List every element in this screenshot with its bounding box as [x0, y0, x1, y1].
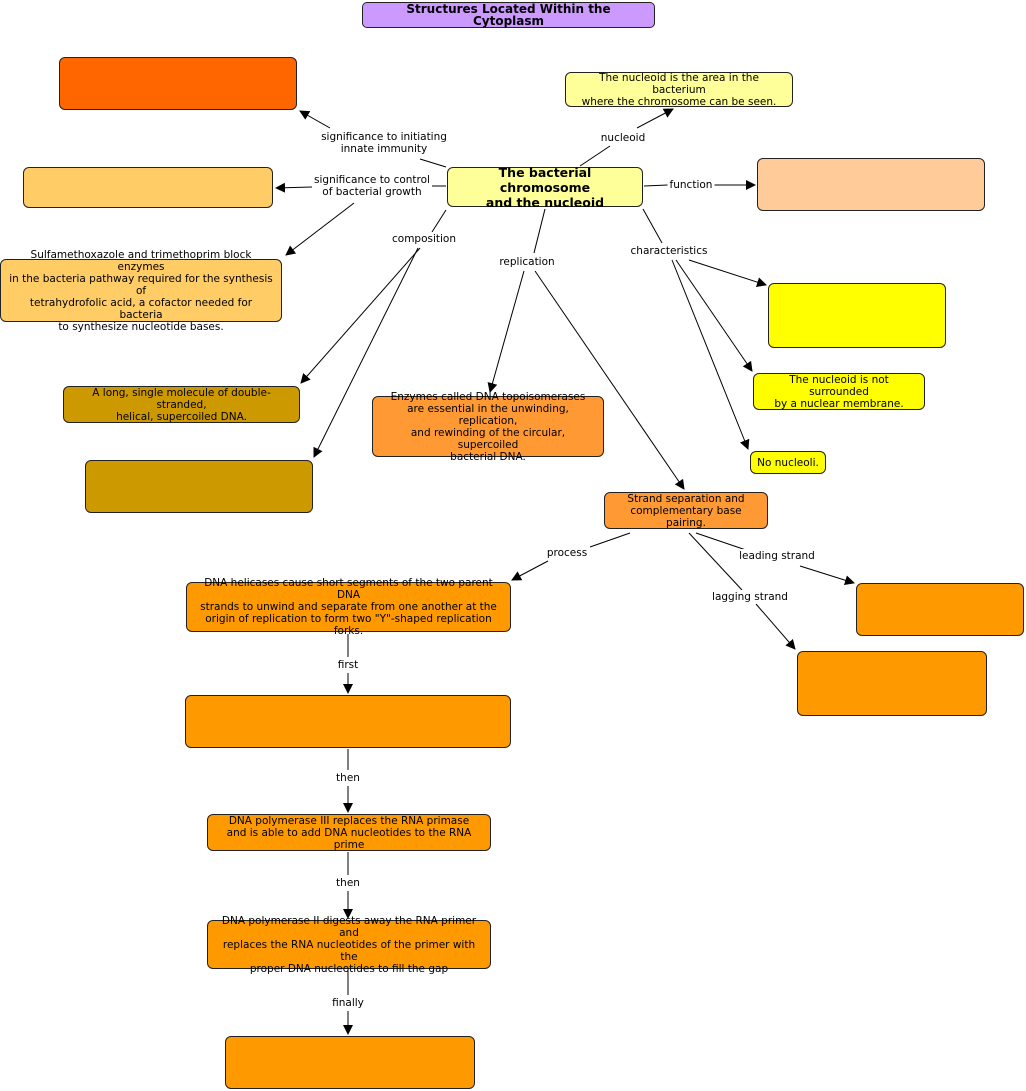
- bacterial-growth-node[interactable]: [23, 167, 273, 208]
- first-step-node[interactable]: [185, 695, 511, 748]
- label-then-2[interactable]: then: [334, 876, 362, 890]
- arrow-nucleoid: [636, 108, 674, 129]
- connector-lagging: [688, 532, 743, 591]
- arrow-strand-sep: [534, 270, 685, 490]
- connector-composition: [431, 209, 447, 233]
- arrow-composition-box: [313, 247, 419, 458]
- final-step-node[interactable]: [225, 1036, 475, 1089]
- connector-nucleoid: [579, 145, 611, 167]
- dna-polymerase-ii-node[interactable]: DNA polymerase II digests away the RNA p…: [207, 915, 491, 975]
- connector-replication: [533, 208, 546, 254]
- connector-leading: [695, 532, 747, 551]
- arrow-single-molecule: [300, 247, 421, 384]
- label-function[interactable]: function: [667, 178, 715, 192]
- characteristic-node[interactable]: [768, 283, 946, 348]
- no-nuclear-membrane-node[interactable]: The nucleoid is not surrounded by a nucl…: [753, 373, 925, 410]
- label-nucleoid[interactable]: nucleoid: [598, 131, 648, 145]
- arrow-innate: [299, 110, 331, 129]
- nucleoid-definition-node[interactable]: The nucleoid is the area in the bacteriu…: [565, 72, 793, 108]
- label-then-1[interactable]: then: [334, 771, 362, 785]
- no-nucleoli-node[interactable]: No nucleoli.: [750, 451, 826, 474]
- label-leading-strand[interactable]: leading strand: [737, 549, 817, 563]
- map-title: Structures Located Within the Cytoplasm: [362, 2, 655, 28]
- connector-characteristics: [642, 208, 663, 244]
- central-node[interactable]: The bacterial chromosome and the nucleoi…: [447, 165, 643, 210]
- helicases-node[interactable]: DNA helicases cause short segments of th…: [186, 577, 511, 637]
- single-molecule-node[interactable]: A long, single molecule of double-strand…: [63, 386, 300, 423]
- label-characteristics[interactable]: characteristics: [628, 244, 710, 258]
- arrow-no-membrane: [675, 259, 753, 372]
- sulfamethoxazole-node[interactable]: Sulfamethoxazole and trimethoprim block …: [0, 249, 282, 333]
- arrow-topoisomerases: [487, 270, 525, 393]
- topoisomerases-node[interactable]: Enzymes called DNA topoisomerases are es…: [372, 391, 604, 463]
- label-composition[interactable]: composition: [389, 232, 459, 246]
- arrow-growth: [275, 182, 313, 193]
- connector-process: [589, 532, 631, 548]
- arrow-leading: [799, 565, 855, 586]
- composition-node[interactable]: [85, 460, 313, 513]
- label-lagging-strand[interactable]: lagging strand: [710, 590, 790, 604]
- innate-immunity-node[interactable]: [59, 57, 297, 110]
- lagging-strand-node[interactable]: [797, 651, 987, 716]
- arrow-char-box: [688, 259, 767, 287]
- label-bacterial-growth[interactable]: significance to control of bacterial gro…: [312, 173, 432, 199]
- label-process[interactable]: process: [544, 546, 590, 560]
- strand-separation-node[interactable]: Strand separation and complementary base…: [604, 492, 768, 529]
- arrow-helicases: [511, 560, 549, 581]
- label-first[interactable]: first: [335, 658, 361, 672]
- connector-innate: [419, 158, 447, 168]
- dna-polymerase-iii-node[interactable]: DNA polymerase III replaces the RNA prim…: [207, 814, 491, 851]
- arrow-sulfa: [285, 202, 355, 256]
- label-finally[interactable]: finally: [330, 996, 366, 1010]
- connector-function: [643, 184, 669, 187]
- function-node[interactable]: [757, 158, 985, 211]
- label-replication[interactable]: replication: [497, 255, 557, 269]
- leading-strand-node[interactable]: [856, 583, 1024, 636]
- arrow-no-nucleoli: [671, 259, 750, 450]
- label-innate-immunity[interactable]: significance to initiating innate immuni…: [319, 130, 449, 156]
- arrow-lagging: [755, 603, 796, 650]
